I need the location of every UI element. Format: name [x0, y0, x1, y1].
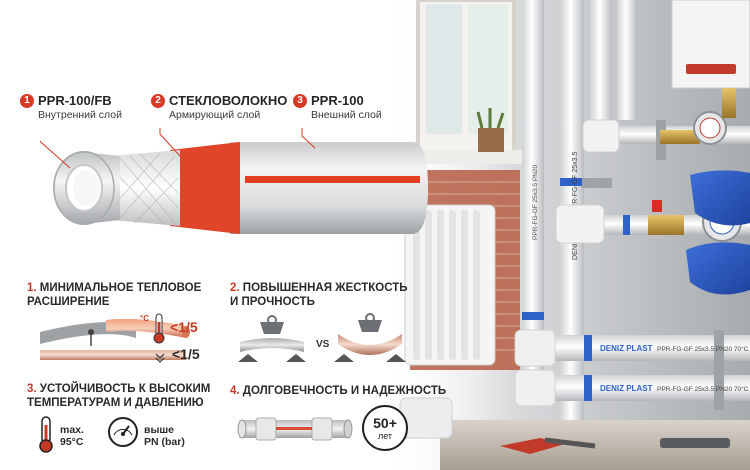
feature-thermal-expansion-title: 1. МИНИМАЛЬНОЕ ТЕПЛОВОЕ РАСШИРЕНИЕ — [27, 281, 201, 309]
expansion-ratio-cold: <1/5 — [172, 346, 200, 362]
lifetime-badge: 50+ лет — [362, 405, 408, 451]
pressure-gauge-icon — [108, 417, 138, 447]
stiffness-comparison-illustration — [238, 313, 406, 362]
feature-title-line: И ПРОЧНОСТЬ — [230, 296, 315, 308]
layer-number-badge: 3 — [293, 94, 307, 108]
feature-number: 3. — [27, 383, 37, 395]
temperature-unit: °C — [140, 314, 149, 323]
layer-name: СТЕКЛОВОЛОКНО — [169, 93, 288, 108]
feature-title-line: РАСШИРЕНИЕ — [27, 296, 110, 308]
feature-title-line: ПОВЫШЕННАЯ ЖЕСТКОСТЬ — [242, 282, 408, 294]
feature-number: 2. — [230, 282, 240, 294]
pressure-value: PN (bar) — [144, 436, 185, 448]
feature-temperature-pressure-title: 3. УСТОЙЧИВОСТЬ К ВЫСОКИМ ТЕМПЕРАТУРАМ И… — [27, 382, 210, 410]
pressure-rating: выше PN (bar) — [144, 424, 185, 448]
feature-stiffness-title: 2. ПОВЫШЕННАЯ ЖЕСТКОСТЬ И ПРОЧНОСТЬ — [230, 281, 408, 309]
layer-description: Внешний слой — [311, 109, 382, 121]
layered-pipe-illustration — [40, 128, 428, 234]
svg-text:PPR-FG-GF 25x3.5 PN20 70°C D: PPR-FG-GF 25x3.5 PN20 70°C D — [657, 385, 750, 393]
layer-name: PPR-100 — [311, 93, 364, 108]
feature-title-line: ДОЛГОВЕЧНОСТЬ И НАДЕЖНОСТЬ — [242, 385, 447, 397]
layer-number-badge: 1 — [20, 94, 34, 108]
feature-title-line: ТЕМПЕРАТУРАМ И ДАВЛЕНИЮ — [27, 397, 204, 409]
versus-label: VS — [316, 339, 330, 350]
feature-durability-title: 4. ДОЛГОВЕЧНОСТЬ И НАДЕЖНОСТЬ — [230, 384, 446, 398]
svg-text:DENIZ PLAST: DENIZ PLAST — [600, 384, 653, 393]
max-temperature-value: 95°C — [60, 436, 84, 448]
svg-text:PPR-FG-GF 25x3.5 PN20: PPR-FG-GF 25x3.5 PN20 — [532, 164, 539, 240]
lifetime-unit: лет — [377, 431, 393, 441]
thermometer-icon — [39, 416, 53, 453]
thermal-expansion-illustration — [40, 313, 190, 363]
max-temperature-label: max. — [60, 424, 84, 436]
svg-text:PPR-FG-GF 25x3.5 PN20 70°C D: PPR-FG-GF 25x3.5 PN20 70°C D — [657, 345, 750, 353]
feature-number: 1. — [27, 282, 37, 294]
pressure-label: выше — [144, 424, 175, 436]
feature-title-line: МИНИМАЛЬНОЕ ТЕПЛОВОЕ — [39, 282, 202, 294]
max-temperature: max. 95°C — [60, 424, 84, 448]
feature-number: 4. — [230, 385, 240, 397]
layer-name: PPR-100/FB — [38, 93, 112, 108]
layer-number-badge: 2 — [151, 94, 165, 108]
layer-description: Внутренний слой — [38, 109, 122, 121]
feature-title-line: УСТОЙЧИВОСТЬ К ВЫСОКИМ — [39, 383, 211, 395]
lifetime-years: 50+ — [373, 415, 397, 431]
durable-pipe-illustration — [237, 417, 353, 441]
layer-description: Армирующий слой — [169, 109, 261, 121]
expansion-ratio-hot: <1/5 — [170, 319, 198, 335]
svg-text:DENIZ PLAST: DENIZ PLAST — [600, 344, 653, 353]
